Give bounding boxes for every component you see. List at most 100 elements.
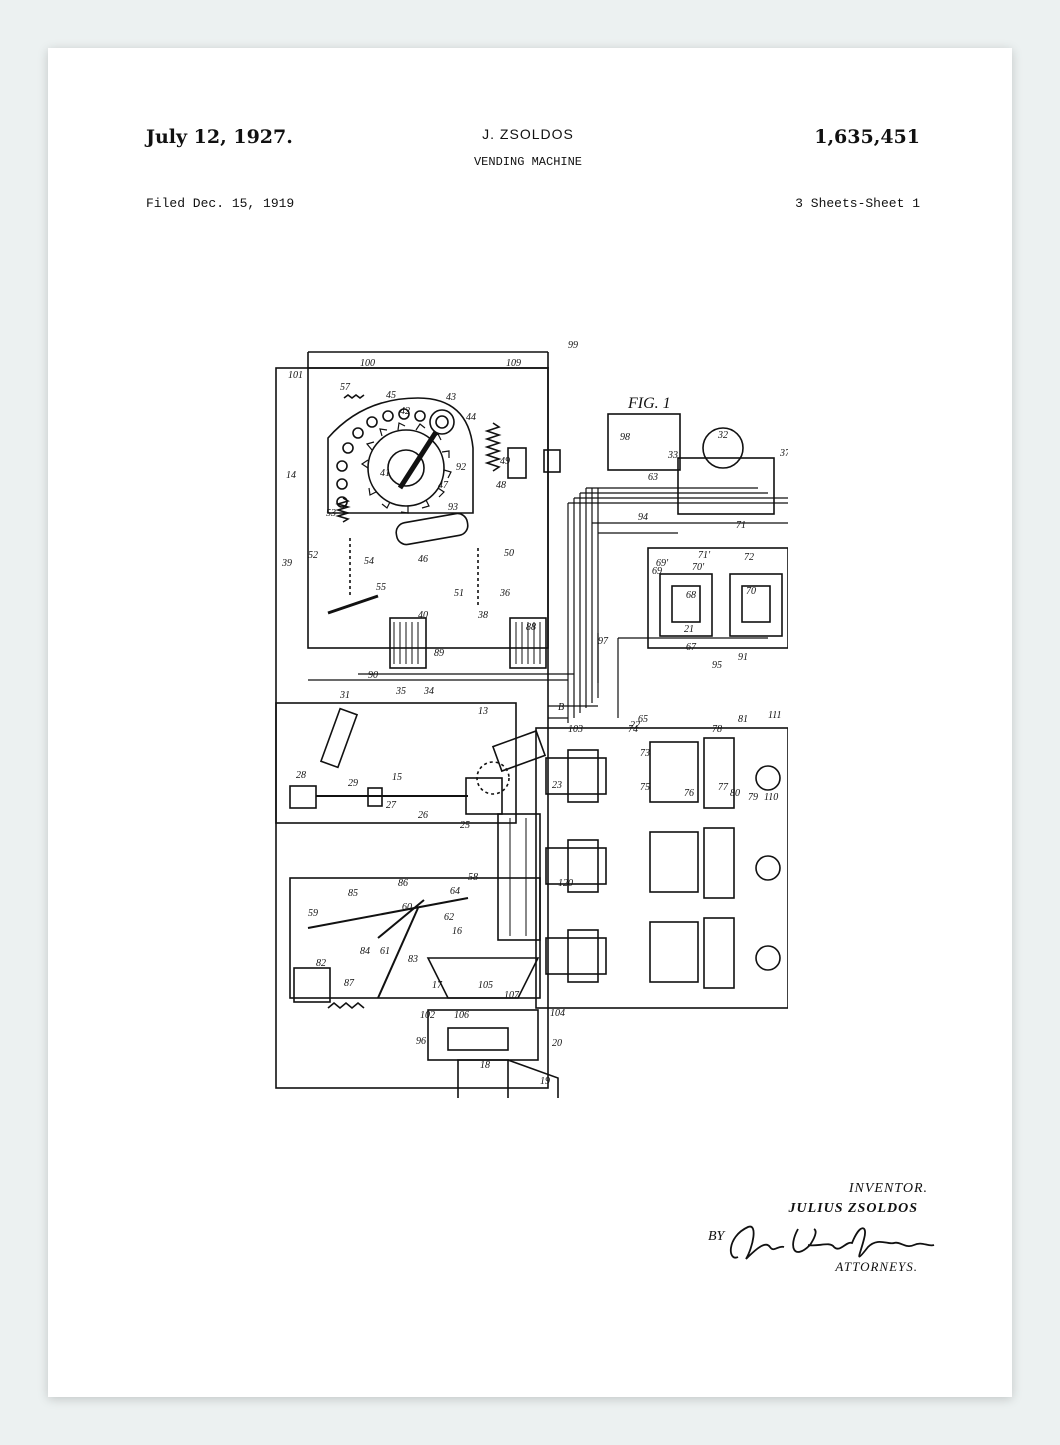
vending-machine-drawing: FIG. 1 991001011094344454257144147934849… <box>275 340 788 1098</box>
reference-numeral: 52 <box>308 550 318 561</box>
reference-numeral: 43 <box>446 392 456 403</box>
reference-numeral: 100 <box>360 358 375 369</box>
reference-numeral: 39 <box>281 558 292 569</box>
hopper-17 <box>426 957 540 999</box>
reference-numeral: 61 <box>380 946 390 957</box>
reference-numeral: 68 <box>686 590 696 601</box>
reference-numeral: 51 <box>454 588 464 599</box>
reference-numeral: 16 <box>452 926 462 937</box>
solenoid-38 <box>509 617 547 669</box>
coin-plate <box>327 397 474 514</box>
solenoid-40 <box>389 617 427 669</box>
inventor-header: J. ZSOLDOS <box>482 126 574 142</box>
reference-numeral: 102 <box>420 1010 435 1021</box>
reference-numeral: 19 <box>540 1076 550 1087</box>
inventor-label: INVENTOR. <box>848 1181 928 1196</box>
lower-section <box>289 877 541 999</box>
control-box <box>307 367 549 649</box>
reference-numeral: 80 <box>730 788 740 799</box>
reference-numeral: 67 <box>686 642 697 653</box>
reference-numeral: 81 <box>738 714 748 725</box>
middle-section <box>275 702 517 824</box>
reference-numeral: 95 <box>712 660 722 671</box>
figure-label: FIG. 1 <box>627 395 671 412</box>
inventor-full-name: JULIUS ZSOLDOS <box>788 1201 918 1216</box>
ratchet-teeth <box>360 422 452 514</box>
reference-numeral: 105 <box>478 980 493 991</box>
reference-numeral: 107 <box>504 990 520 1001</box>
coin-holes <box>336 408 426 508</box>
reference-numeral: 62 <box>444 912 454 923</box>
reference-numeral: 97 <box>598 636 609 647</box>
reference-numeral: 41 <box>380 468 390 479</box>
relay-row-1 <box>545 737 781 809</box>
reference-numeral: 42 <box>400 406 410 417</box>
reference-numeral: 15 <box>392 772 402 783</box>
reference-numeral: 37 <box>779 448 788 459</box>
reference-numeral: 82 <box>316 958 326 969</box>
reference-numeral: 26 <box>418 810 428 821</box>
reference-numeral: 76 <box>684 788 694 799</box>
patent-number: 1,635,451 <box>814 126 920 148</box>
filed-date: Filed Dec. 15, 1919 <box>146 196 295 211</box>
reference-numeral: 120 <box>558 878 573 889</box>
reference-numeral: 40 <box>418 610 428 621</box>
reference-numeral: 32 <box>717 430 728 441</box>
attorney-signature <box>730 1225 935 1260</box>
reference-numeral: 69' <box>656 558 669 569</box>
reference-numeral: 50 <box>504 548 514 559</box>
reference-numeral: 73 <box>640 748 650 759</box>
reference-numeral: 84 <box>360 946 370 957</box>
reference-numeral: 27 <box>386 800 397 811</box>
spring-48 <box>484 422 502 472</box>
coin-tube-58 <box>497 813 541 941</box>
reference-numeral: 69 <box>652 566 662 577</box>
reference-numeral: 18 <box>480 1060 490 1071</box>
reference-numeral: 65 <box>638 714 648 725</box>
reference-numeral: 57 <box>340 382 351 393</box>
reference-numeral: 90 <box>368 670 378 681</box>
reference-numeral: 55 <box>376 582 386 593</box>
relay-row-2 <box>545 827 781 899</box>
attorneys-label: ATTORNEYS. <box>835 1259 918 1274</box>
patent-title: VENDING MACHINE <box>473 155 583 169</box>
reference-numeral: 74 <box>628 724 638 735</box>
reference-numeral: 29 <box>348 778 358 789</box>
spring-31 <box>319 707 359 769</box>
relay-row-3 <box>545 917 781 989</box>
reference-numeral: 35 <box>395 686 406 697</box>
reference-numeral: 78 <box>712 724 722 735</box>
reference-numeral: 23 <box>552 780 562 791</box>
reference-numeral: 87 <box>344 978 355 989</box>
reference-numeral: 47 <box>438 480 449 491</box>
reference-numeral: 33 <box>667 450 678 461</box>
reference-numeral: 48 <box>496 480 506 491</box>
reference-numeral: 109 <box>506 358 521 369</box>
reference-numeral: 22 <box>630 720 640 731</box>
chute-13 <box>491 729 547 773</box>
mechanism-box <box>427 1009 539 1061</box>
reference-numeral: 36 <box>499 588 510 599</box>
reference-numeral: 91 <box>738 652 748 663</box>
reference-numeral: 71' <box>698 550 711 561</box>
reference-numeral: 20 <box>552 1038 562 1049</box>
patent-date: July 12, 1927. <box>146 126 293 148</box>
reference-numeral: 45 <box>386 390 396 401</box>
reference-numeral: B <box>558 702 564 713</box>
reference-numeral: 58 <box>468 872 478 883</box>
reference-numeral: 60 <box>402 902 412 913</box>
reference-numeral: 93 <box>448 502 458 513</box>
chute-19 <box>457 1059 509 1098</box>
reference-numeral: 21 <box>684 624 694 635</box>
reference-numeral: 92 <box>456 462 466 473</box>
reference-numeral: 31 <box>339 690 350 701</box>
reference-numeral: 14 <box>286 470 296 481</box>
reference-numeral: 98 <box>620 432 630 443</box>
reference-numeral: 89 <box>434 648 444 659</box>
wiring-bundle <box>308 487 788 723</box>
reference-numeral: 13 <box>478 706 488 717</box>
reference-numeral: 99 <box>568 340 578 351</box>
reference-numeral: 111 <box>768 710 782 721</box>
reference-numeral: 94 <box>638 512 648 523</box>
lever-bar <box>395 512 469 546</box>
